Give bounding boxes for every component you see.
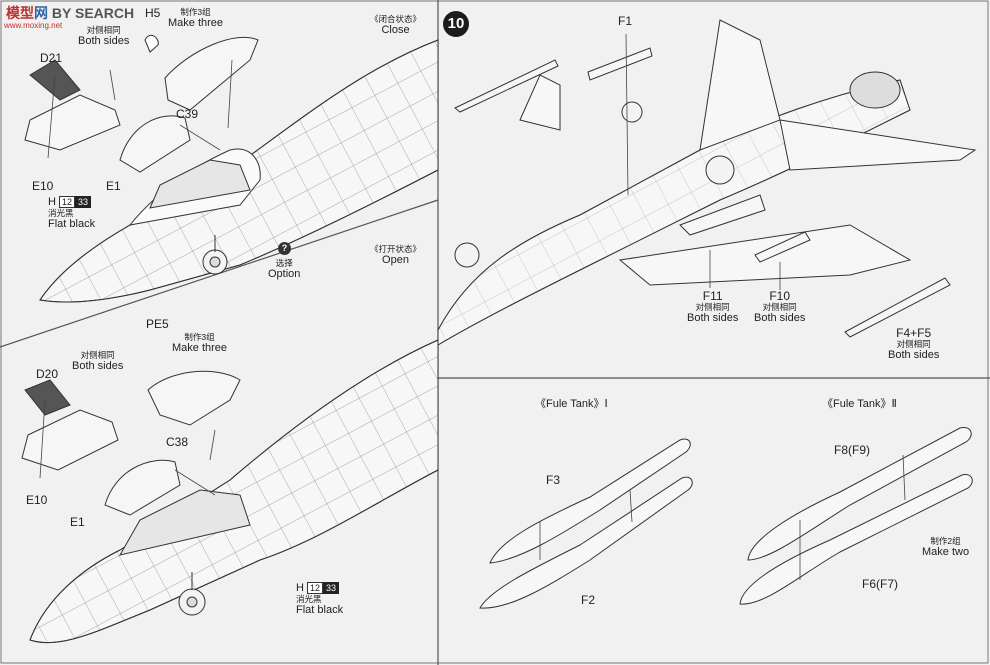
label-e1-top: E1 <box>106 179 121 193</box>
step-number-badge: 10 <box>443 11 469 37</box>
paint-n2-top: 33 <box>75 196 92 209</box>
aircraft-underside <box>437 19 977 346</box>
label-c38: C38 <box>166 435 189 449</box>
watermark-url: www.moxing.net <box>4 21 63 30</box>
open-view-en: Open <box>382 254 409 266</box>
label-pe5: PE5 <box>146 317 169 331</box>
label-f11-en: Both sides <box>687 312 739 324</box>
label-f1: F1 <box>618 14 633 28</box>
label-both-sides-top: 对侧相同 Both sides <box>78 25 129 47</box>
watermark-part2: 网 <box>34 5 48 21</box>
fuel-tank-2-title: 《Fule Tank》Ⅱ <box>822 398 897 410</box>
label-h5-en: Make three <box>168 17 224 29</box>
canopy-parts-bottom <box>21 370 241 516</box>
watermark-part3: BY SEARCH <box>51 5 135 21</box>
paint-n1-top: 12 <box>59 196 76 209</box>
open-view-cn: 《打开状态》 <box>370 244 422 254</box>
paint-cn-bottom: 消光黑 <box>296 594 322 605</box>
fuel-tank-2 <box>739 426 973 605</box>
label-f4-f5-en: Both sides <box>888 349 940 361</box>
watermark: 模型网 BY SEARCH <box>6 3 134 23</box>
canopy-parts-top <box>24 34 259 173</box>
label-d20: D20 <box>36 367 59 381</box>
label-pe5-en: Make three <box>172 342 228 354</box>
label-e10-bottom: E10 <box>26 493 48 507</box>
close-view-label: 《闭合状态》 Close <box>370 14 421 36</box>
option-cn: 选择 <box>275 258 293 268</box>
option-en: Option <box>268 268 301 280</box>
paint-en-top: Flat black <box>48 218 96 231</box>
arrows-top <box>47 59 233 159</box>
arrows-bottom <box>39 399 216 496</box>
fuselage-top <box>39 39 439 303</box>
label-f4-f5-id: F4+F5 <box>896 326 932 340</box>
label-e10-top: E10 <box>32 179 54 193</box>
fuselage-bottom <box>29 339 439 644</box>
close-view-en: Close <box>381 24 410 36</box>
label-pe5-make: 制作3组 Make three <box>172 332 227 354</box>
fuel-tank-1-title: 《Fule Tank》Ⅰ <box>535 398 608 410</box>
label-make-two: 制作2组 Make two <box>922 536 969 558</box>
label-f11-id: F11 <box>702 289 723 303</box>
label-both-en-top: Both sides <box>78 35 130 47</box>
label-make-two-en: Make two <box>922 546 970 558</box>
label-c39: C39 <box>176 107 199 121</box>
label-both-en-bottom: Both sides <box>72 360 124 372</box>
option-icon: ? <box>278 242 291 255</box>
label-f2: F2 <box>581 593 596 607</box>
paint-n1-bottom: 12 <box>307 582 324 595</box>
label-d21: D21 <box>40 51 63 65</box>
paint-n2-bottom: 33 <box>323 582 340 595</box>
label-both-cn-bottom: 对侧相同 <box>80 350 115 360</box>
close-view-cn: 《闭合状态》 <box>370 14 422 24</box>
paint-cn-top: 消光黑 <box>48 208 74 219</box>
watermark-part1: 模型 <box>6 5 34 21</box>
paint-code-top: H <box>48 196 56 208</box>
label-pe5-cn: 制作3组 <box>184 332 215 342</box>
option-label: 选择 Option <box>268 258 300 280</box>
label-f4-f5: F4+F5 对侧相同 Both sides <box>888 327 939 361</box>
label-both-sides-bottom: 对侧相同 Both sides <box>72 350 123 372</box>
label-f3: F3 <box>546 473 561 487</box>
label-f8-f9: F8(F9) <box>834 443 870 457</box>
label-f11: F11 对侧相同 Both sides <box>687 290 738 324</box>
label-f10-en: Both sides <box>754 312 806 324</box>
label-f4-f5-cn: 对侧相同 <box>896 339 931 349</box>
label-f11-cn: 对侧相同 <box>695 302 730 312</box>
paint-code-bottom: H <box>296 582 304 594</box>
label-f6-f7: F6(F7) <box>862 577 898 591</box>
label-h5-make: 制作3组 Make three <box>168 7 223 29</box>
label-e1-bottom: E1 <box>70 515 85 529</box>
open-view-label: 《打开状态》 Open <box>370 244 421 266</box>
label-h5: H5 <box>145 6 161 20</box>
label-make-two-cn: 制作2组 <box>930 536 961 546</box>
label-f10-cn: 对侧相同 <box>762 302 797 312</box>
label-f10: F10 对侧相同 Both sides <box>754 290 805 324</box>
label-both-cn-top: 对侧相同 <box>86 25 121 35</box>
paint-en-bottom: Flat black <box>296 604 344 617</box>
step10-parts <box>454 33 951 338</box>
label-h5-cn: 制作3组 <box>180 7 211 17</box>
label-f10-id: F10 <box>769 289 791 303</box>
fuel-tank-1 <box>479 438 693 609</box>
